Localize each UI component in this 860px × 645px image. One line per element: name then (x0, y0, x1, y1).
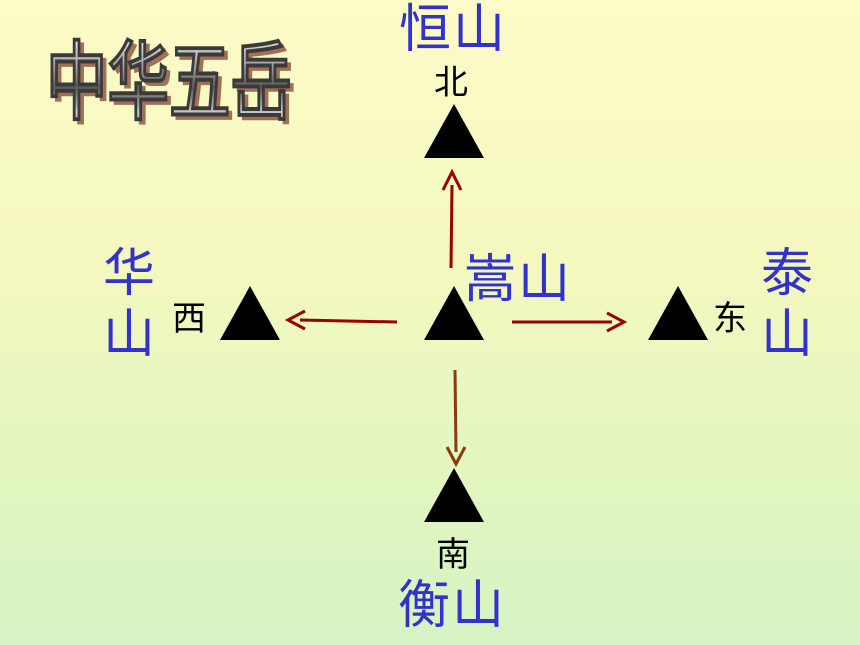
direction-south-label: 南 (436, 535, 470, 575)
mountain-south-triangle (424, 468, 484, 522)
direction-west-label: 西 (172, 299, 206, 339)
mountain-west-triangle (220, 286, 280, 340)
mountain-east-char-1: 泰 (760, 244, 815, 304)
mountain-north-name: 恒山 (399, 0, 508, 60)
arrow-west (299, 318, 398, 324)
mountain-west-name: 华 山 (100, 244, 160, 367)
title-shadow: 中华五岳 (50, 37, 296, 137)
mountain-east-name: 泰 山 (758, 244, 818, 367)
mountain-east-char-2: 山 (760, 305, 815, 366)
direction-east-label: 东 (713, 299, 747, 339)
mountain-center-name: 嵩山 (464, 250, 573, 310)
arrow-east-head (606, 311, 628, 333)
arrow-north-head (441, 168, 463, 191)
mountain-east-triangle (648, 286, 708, 340)
page-title: 中华五岳 中华五岳 (42, 18, 302, 138)
mountain-west-char-2: 山 (102, 305, 157, 366)
title-text: 中华五岳 (46, 33, 292, 133)
mountain-center-triangle (424, 286, 484, 340)
arrow-south-head (445, 446, 467, 468)
mountain-north-triangle (424, 104, 484, 158)
mountain-west-char-1: 华 (102, 244, 157, 304)
direction-north-label: 北 (434, 63, 468, 103)
arrow-west-head (284, 309, 306, 331)
title-graphic: 中华五岳 中华五岳 (45, 32, 296, 137)
arrow-north (449, 184, 454, 269)
mountain-south-name: 衡山 (398, 576, 507, 636)
arrow-south (453, 369, 458, 453)
